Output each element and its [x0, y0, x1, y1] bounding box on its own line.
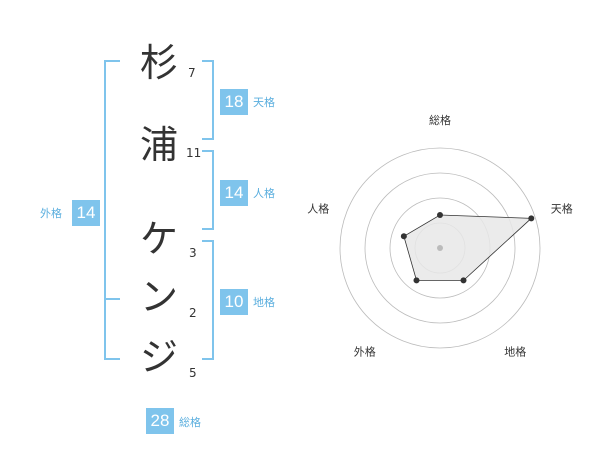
jinkaku-bracket-vertical	[212, 150, 214, 230]
chikaku-value: 10	[220, 289, 248, 315]
jinkaku-bracket-top	[202, 150, 214, 152]
given-strokes-3: 5	[189, 366, 197, 380]
radar-point-1	[437, 212, 443, 218]
radar-point-4	[413, 277, 420, 284]
radar-ring-4	[339, 147, 541, 349]
given-strokes-1: 3	[189, 246, 197, 260]
tenkaku-bracket-bottom	[202, 138, 214, 140]
gaikaku-value: 14	[72, 200, 100, 226]
jinkaku-value: 14	[220, 180, 248, 206]
soukaku-value: 28	[146, 408, 174, 434]
tenkaku-bracket-top	[202, 60, 214, 62]
gaikaku-bracket-top	[104, 60, 120, 62]
given-char-3: ジ	[139, 335, 178, 379]
radar-axis-label-1: 総格	[429, 113, 451, 127]
surname-strokes-1: 7	[188, 66, 196, 80]
surname-char-1: 杉	[139, 41, 178, 85]
jinkaku-bracket-bottom	[202, 228, 214, 230]
radar-point-5	[400, 233, 407, 240]
radar-axis-label-4: 外格	[354, 345, 376, 359]
radar-polygon	[403, 214, 533, 281]
given-char-1: ケ	[139, 217, 178, 261]
chikaku-bracket-vertical	[212, 240, 214, 360]
radar-center-dot	[437, 245, 443, 251]
surname-strokes-2: 11	[186, 146, 202, 160]
radar-axis-label-5: 人格	[307, 201, 329, 215]
given-strokes-2: 2	[189, 306, 197, 320]
radar-point-3	[460, 277, 467, 284]
radar-point-2	[528, 215, 535, 222]
tenkaku-value: 18	[220, 89, 248, 115]
tenkaku-bracket-vertical	[212, 60, 214, 140]
radar-ring-3	[364, 172, 516, 324]
given-char-2: ン	[139, 275, 178, 319]
gaikaku-bracket-vertical	[104, 60, 106, 360]
tenkaku-label: 天格	[253, 96, 275, 109]
jinkaku-label: 人格	[253, 187, 275, 200]
chikaku-label: 地格	[253, 296, 275, 309]
radar-axis-label-2: 天格	[551, 201, 573, 215]
soukaku-label: 総格	[179, 416, 201, 429]
chikaku-bracket-top	[202, 240, 214, 242]
gaikaku-bracket-bottom	[104, 358, 120, 360]
gaikaku-label: 外格	[40, 207, 62, 220]
radar-axis-label-3: 地格	[504, 345, 526, 359]
surname-char-2: 浦	[139, 123, 178, 167]
gaikaku-bracket-mid	[104, 298, 120, 300]
chikaku-bracket-bottom	[202, 358, 214, 360]
